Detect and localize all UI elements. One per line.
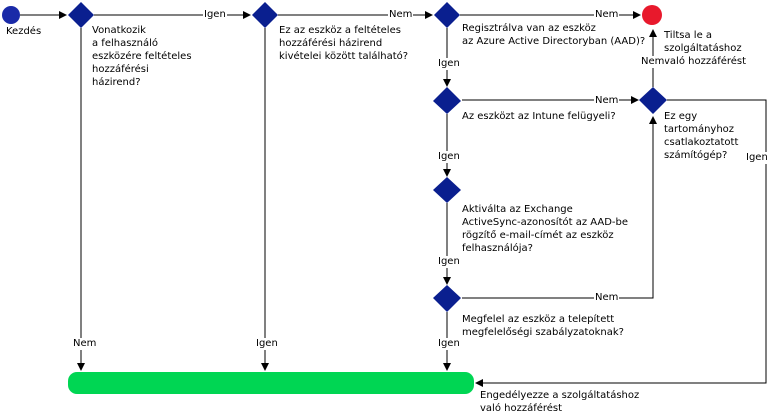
edge-label-d3-no: Nem xyxy=(594,9,620,21)
decision-nodes xyxy=(68,2,667,312)
edge-label-d4-no: Nem xyxy=(594,95,620,107)
edge-label-d6-no: Nem xyxy=(594,292,620,304)
connectors xyxy=(20,11,767,387)
decision-d1-text: Vonatkozik a felhasználó eszközére felté… xyxy=(92,25,192,88)
edge-label-d7-no: Nem xyxy=(640,56,666,68)
decision-d1 xyxy=(68,2,94,28)
decision-d7-text: Ez egy tartományhoz csatlakoztatott szám… xyxy=(664,111,739,161)
allow-text: Engedélyezze a szolgáltatáshoz való hozz… xyxy=(480,390,640,414)
decision-d6 xyxy=(433,285,461,312)
decision-d3 xyxy=(434,2,460,28)
edge-label-d2-no: Nem xyxy=(388,9,414,21)
start-node xyxy=(2,6,20,24)
edge-d7-allow xyxy=(475,99,767,387)
decision-d4 xyxy=(433,87,461,114)
decision-d5 xyxy=(433,177,461,203)
start-label: Kezdés xyxy=(6,26,42,37)
decision-d7 xyxy=(639,87,667,114)
allow-bar xyxy=(68,372,474,394)
block-text: Tiltsa le a szolgáltatáshoz való hozzáfé… xyxy=(664,30,747,67)
edge-label-d7-yes: Igen xyxy=(745,152,769,164)
edge-label-d1-yes: Igen xyxy=(203,9,227,21)
block-node xyxy=(642,5,662,25)
edge-label-d2-yes: Igen xyxy=(255,338,279,350)
decision-d6-text: Megfelel az eszköz a telepített megfelel… xyxy=(462,314,624,338)
decision-d3-text: Regisztrálva van az eszköz az Azure Acti… xyxy=(462,23,646,47)
edge-d6-d7 xyxy=(462,116,657,299)
decision-d4-text: Az eszközt az Intune felügyeli? xyxy=(462,111,616,122)
edge-label-d5-yes: Igen xyxy=(437,256,461,268)
edge-label-d1-no: Nem xyxy=(72,338,98,350)
edge-label-d6-yes: Igen xyxy=(437,338,461,350)
decision-d5-text: Aktiválta az Exchange ActiveSync-azonosí… xyxy=(462,204,629,254)
decision-d2-text: Ez az eszköz a feltételes hozzáférési há… xyxy=(279,25,409,62)
edge-label-d3-yes: Igen xyxy=(437,58,461,70)
edge-label-d4-yes: Igen xyxy=(437,151,461,163)
decision-d2 xyxy=(252,2,278,28)
